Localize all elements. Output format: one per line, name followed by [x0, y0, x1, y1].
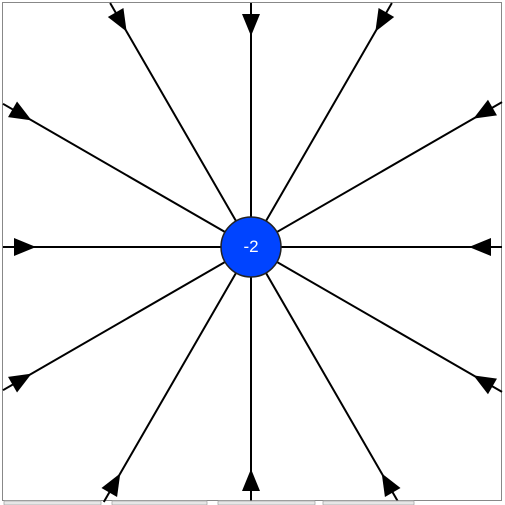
- arrowhead: [101, 473, 121, 497]
- arrowhead: [469, 238, 491, 256]
- arrowhead: [107, 8, 127, 32]
- point-charge[interactable]: [220, 216, 282, 278]
- arrowhead: [14, 238, 36, 256]
- toolbar-segment[interactable]: [217, 500, 316, 505]
- arrowhead: [473, 375, 497, 395]
- field-line: [250, 246, 503, 393]
- field-line: [250, 246, 400, 503]
- arrowhead: [375, 8, 395, 32]
- arrowhead: [381, 473, 401, 497]
- arrowhead: [8, 373, 32, 393]
- toolbar-segment[interactable]: [111, 500, 208, 505]
- arrowhead: [242, 14, 260, 36]
- field-line: [2, 102, 252, 248]
- field-line: [2, 246, 252, 392]
- arrowhead: [8, 101, 32, 121]
- field-line: [250, 101, 503, 248]
- bottom-toolbar: [3, 500, 415, 505]
- arrowhead: [473, 99, 497, 119]
- field-line: [250, 2, 393, 248]
- arrowhead: [242, 469, 260, 491]
- field-line: [102, 246, 252, 503]
- toolbar-segment[interactable]: [3, 500, 102, 505]
- field-line: [109, 2, 252, 248]
- toolbar-segment[interactable]: [322, 500, 415, 505]
